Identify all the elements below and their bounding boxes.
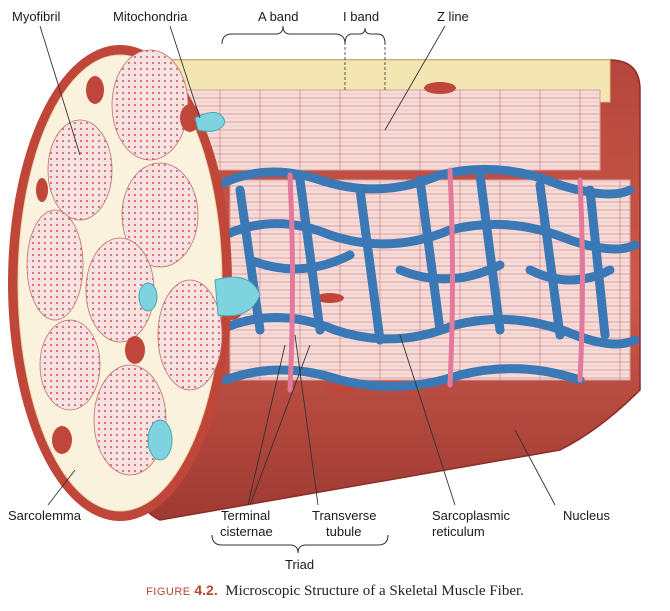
label-z-line: Z line (437, 9, 469, 24)
label-mitochondria: Mitochondria (113, 9, 188, 24)
a-band-brace (221, 25, 346, 45)
myofibril-cross-sections (26, 49, 223, 476)
sarcoplasmic-reticulum (205, 164, 640, 391)
myofibril-circle (121, 162, 199, 268)
label-sarcoplasmic-1: Sarcoplasmic (432, 508, 511, 523)
figure-caption: FIGURE 4.2. Microscopic Structure of a S… (0, 582, 670, 600)
mitochondrion (125, 336, 145, 364)
mitochondrion (180, 104, 200, 132)
mitochondrion (36, 178, 48, 202)
terminal-leader-1 (247, 344, 286, 506)
label-i-band: I band (343, 9, 379, 24)
mitochondria-leader (169, 25, 201, 119)
mitochondrion-surface-1 (424, 82, 456, 94)
label-transverse-2: tubule (326, 524, 361, 539)
myofibril-circle (157, 279, 223, 391)
myofibril-leader (39, 25, 81, 156)
label-sarcolemma: Sarcolemma (8, 508, 82, 523)
z-line-leader (384, 25, 446, 131)
caption-text: Microscopic Structure of a Skeletal Musc… (225, 583, 524, 599)
mitochondrion-surface-3 (316, 293, 344, 303)
label-a-band: A band (258, 9, 299, 24)
i-band-brace (344, 27, 386, 45)
myofibril-circle (93, 364, 167, 476)
myofibril-circle (39, 319, 101, 411)
label-sarcoplasmic-2: reticulum (432, 524, 485, 539)
myofibril-circle (26, 209, 84, 321)
sarcolemma-leader (47, 469, 76, 506)
sarcoplasmic-leader (399, 334, 456, 506)
transverse-leader (294, 334, 319, 506)
label-triad: Triad (285, 557, 314, 572)
terminal-cisternae-shapes (138, 111, 261, 461)
myofibril-circle (111, 49, 189, 161)
caption-figure-number: 4.2. (194, 582, 218, 598)
myofibril-circle (47, 119, 113, 221)
triad-brace (211, 534, 389, 554)
nucleus-leader (514, 429, 556, 506)
mitochondrion (86, 76, 104, 104)
label-transverse-1: Transverse (312, 508, 377, 523)
label-nucleus: Nucleus (563, 508, 610, 523)
label-terminal-1: Terminal (221, 508, 270, 523)
caption-figure-word: FIGURE (146, 586, 191, 598)
label-myofibril: Myofibril (12, 9, 61, 24)
transverse-tubules (287, 167, 585, 393)
label-terminal-2: cisternae (220, 524, 273, 539)
mitochondrion (52, 426, 72, 454)
